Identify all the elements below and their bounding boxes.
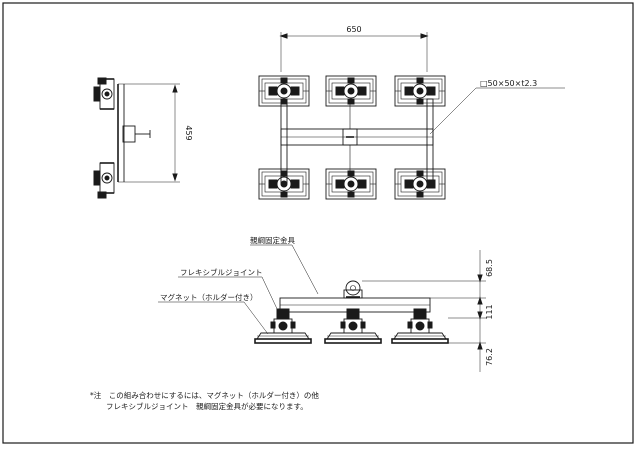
note-line-1: *注 この組み合わせにするには、マグネット（ホルダー付き）の他 (90, 390, 319, 400)
magnet-top-6 (394, 168, 446, 200)
side-view (93, 77, 180, 199)
bracket-callout: 親綱固定金具 (250, 235, 319, 295)
tube-spec-label: □50×50×t2.3 (480, 79, 537, 88)
magnet-label: マグネット（ホルダー付き） (160, 292, 258, 302)
magnet-top-5 (325, 168, 377, 200)
dimension-459: 459 (172, 84, 193, 182)
magnet-top-2 (325, 75, 377, 107)
top-view (258, 75, 446, 200)
front-view (254, 280, 486, 344)
note: *注 この組み合わせにするには、マグネット（ホルダー付き）の他 フレキシブルジョ… (90, 390, 319, 411)
magnet-callout: マグネット（ホルダー付き） (158, 292, 269, 335)
dimension-76-2-label: 76.2 (485, 348, 494, 366)
dimension-650-label: 650 (346, 25, 361, 34)
magnet-top-3 (394, 75, 446, 107)
tube-spec-callout: □50×50×t2.3 (429, 79, 565, 135)
dimension-68-5-label: 68.5 (485, 259, 494, 277)
dimension-459-label: 459 (184, 125, 193, 140)
magnet-top-4 (258, 168, 310, 200)
magnet-top-1 (258, 75, 310, 107)
sheet-border (2, 2, 634, 444)
dimension-650: 650 (279, 25, 429, 72)
magnet-front-3 (391, 308, 449, 344)
front-dimension-chain: 68.5 111 76.2 (477, 250, 494, 372)
magnet-front-2 (324, 308, 382, 344)
flex-joint-callout: フレキシブルジョイント (178, 267, 280, 314)
flex-joint-label: フレキシブルジョイント (180, 267, 263, 277)
dimension-111-label: 111 (485, 304, 494, 319)
bracket-label: 親綱固定金具 (250, 235, 295, 245)
note-line-2: フレキシブルジョイント 親綱固定金具が必要になります。 (106, 401, 308, 411)
magnet-front-1 (254, 308, 312, 344)
